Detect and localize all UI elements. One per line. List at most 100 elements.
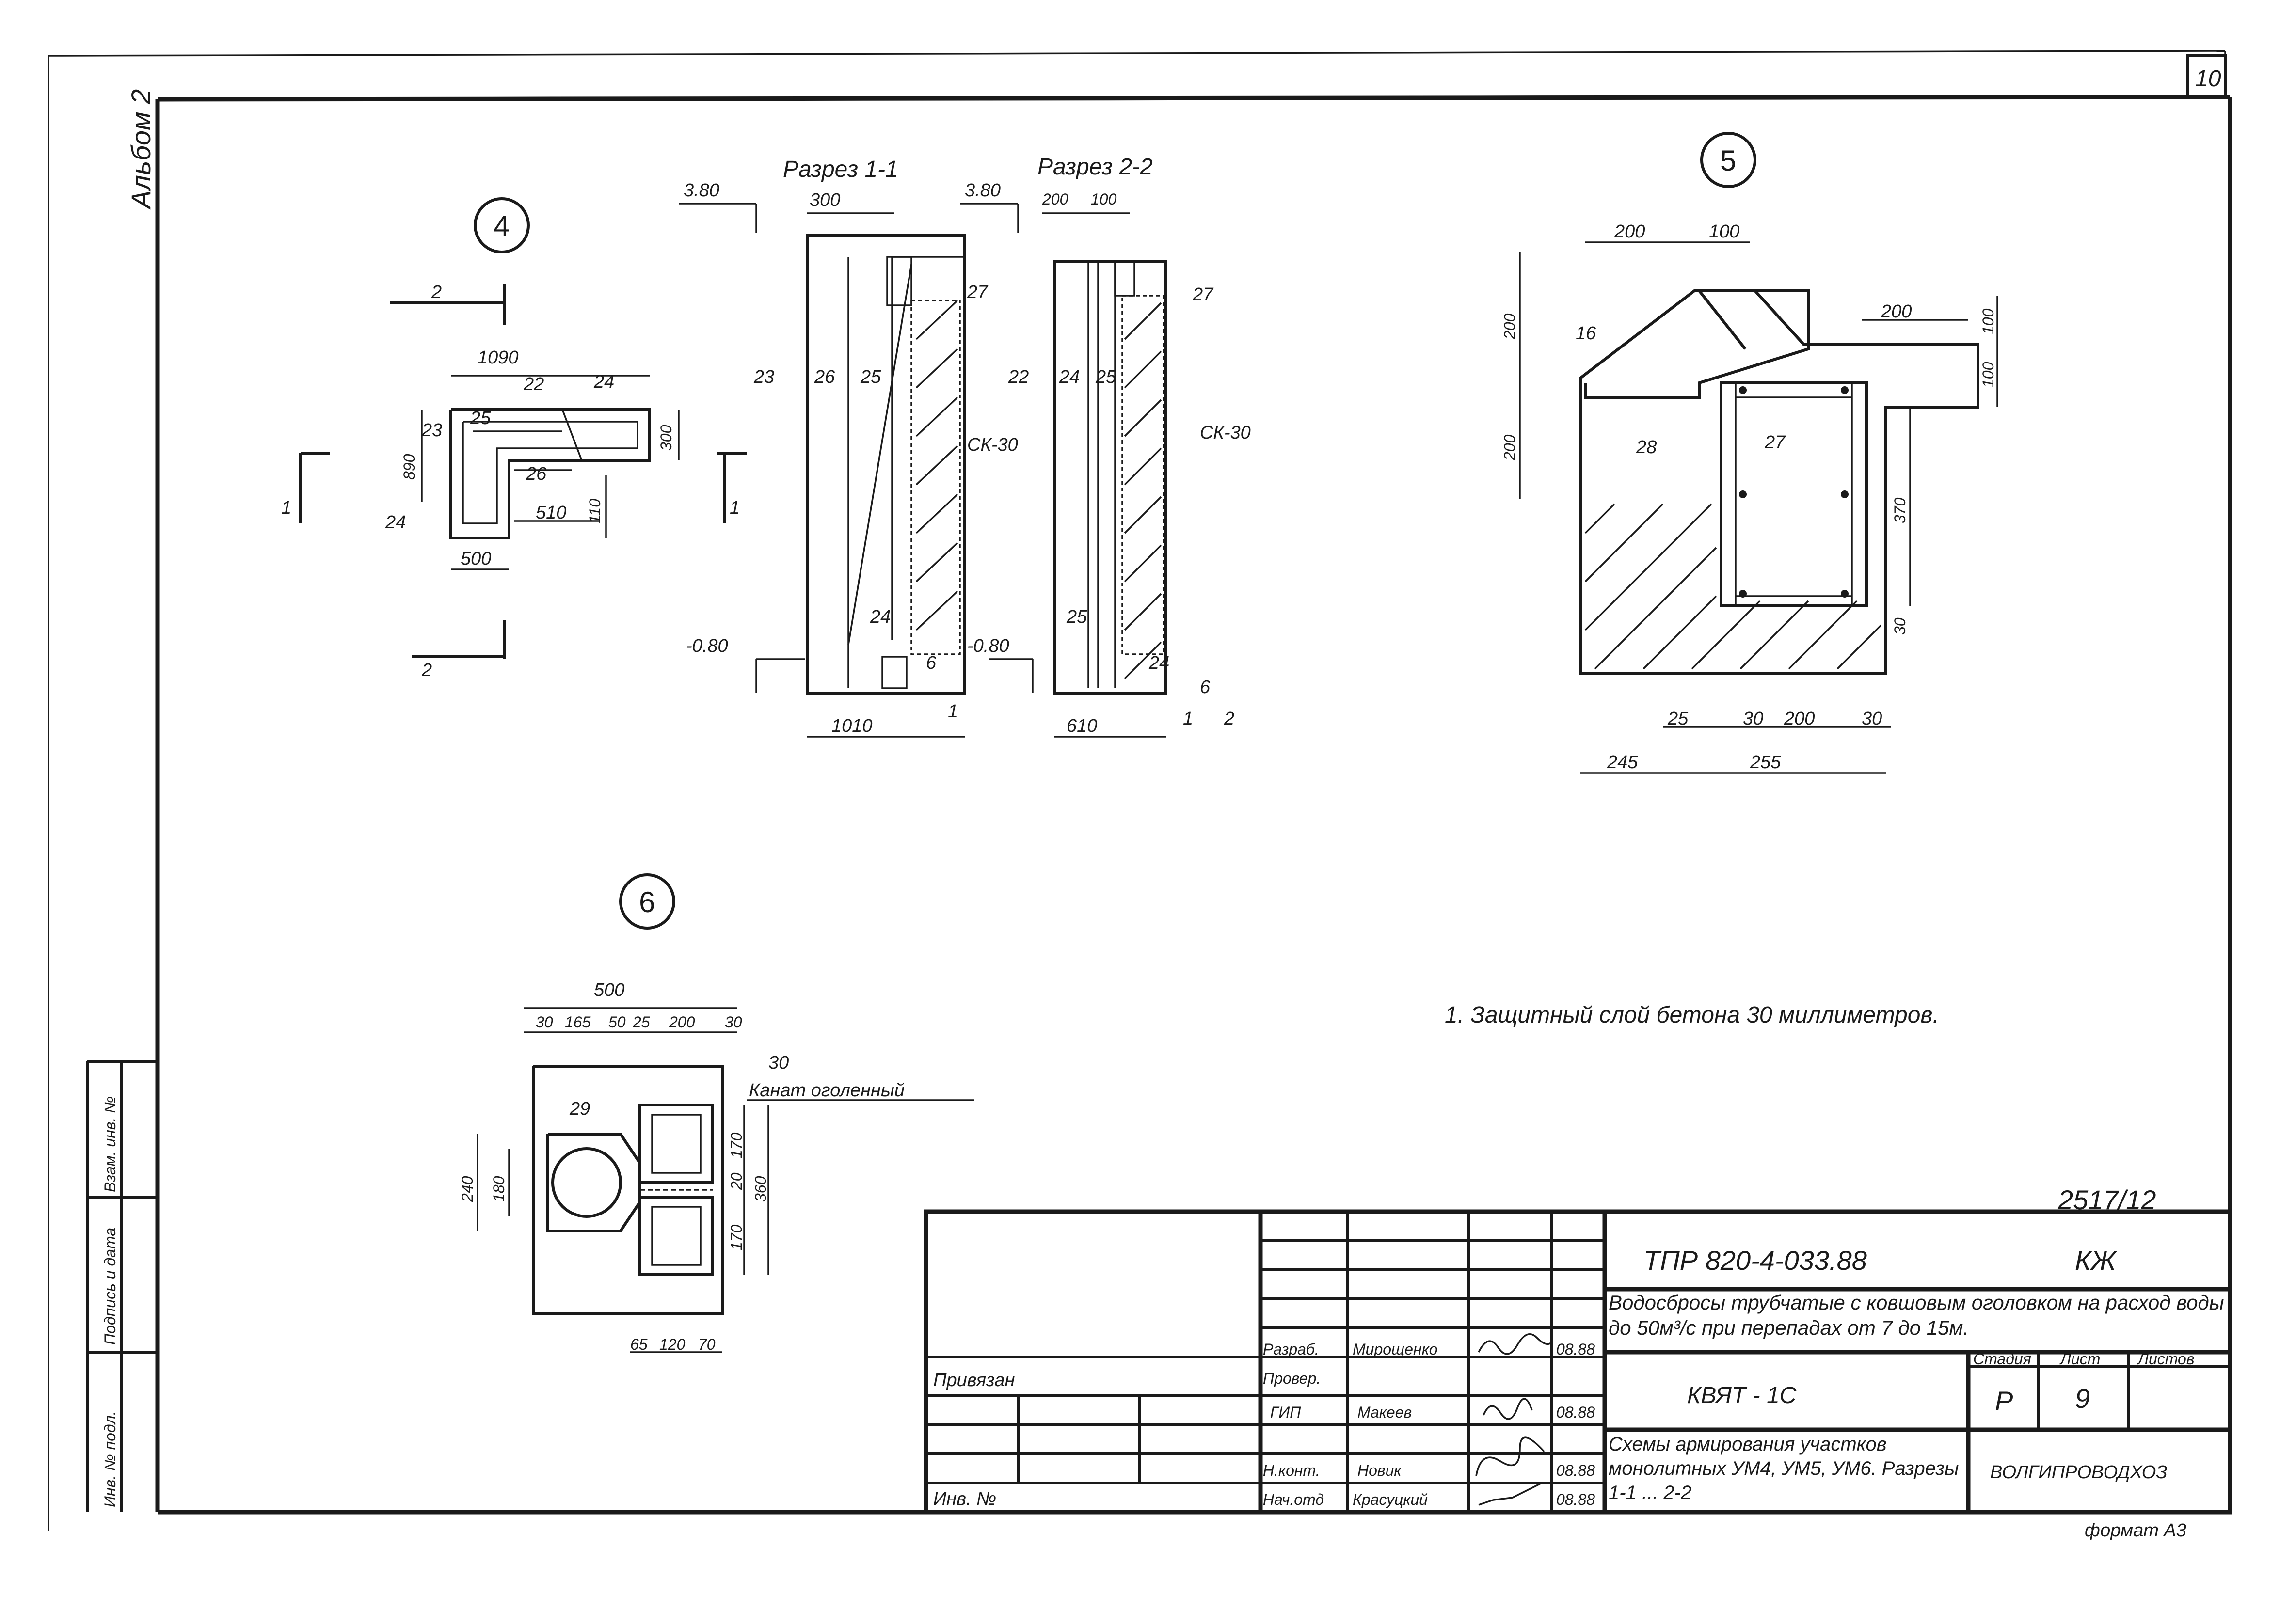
node-6-dim-65: 65 — [630, 1336, 648, 1353]
tb-org: ВОЛГИПРОВОДХОЗ — [1990, 1462, 2168, 1483]
section-2-2-title: Разрез 2-2 — [1037, 154, 1153, 180]
node-4-dim-510: 510 — [536, 503, 566, 523]
node-6-dim-170-top: 170 — [728, 1132, 745, 1158]
node-4-cut2-top: 2 — [431, 282, 442, 302]
tb-description: Водосбросы трубчатые с ковшовым оголовко… — [1609, 1291, 2224, 1339]
section-2-2-pos-22: 22 — [1008, 367, 1029, 387]
section-1-1-top-elev: 3.80 — [684, 180, 719, 201]
tb-object: КВЯТ - 1С — [1687, 1383, 1797, 1408]
node-6-dim-25: 25 — [632, 1013, 650, 1031]
node-5-dim-30-bottom-right: 30 — [1862, 709, 1882, 729]
node-5-dim-255: 255 — [1750, 752, 1781, 773]
node-6-dim-165: 165 — [565, 1013, 591, 1031]
node-5-detail: 5 200 100 200 100 200 — [1501, 132, 1998, 774]
node-4-dim-890: 890 — [400, 454, 418, 480]
tb-mark: КЖ — [2075, 1245, 2118, 1276]
node-5-dim-200-right: 200 — [1881, 301, 1912, 322]
section-1-1-wall-mark: СК-30 — [967, 435, 1018, 455]
node-6-detail: 6 500 30 165 50 25 200 30 240 180 170 20… — [459, 873, 974, 1353]
sheet-format: формат А3 — [2085, 1520, 2186, 1541]
node-5-pos-28: 28 — [1636, 437, 1657, 458]
node-5-dim-25: 25 — [1667, 709, 1689, 729]
section-1-1-dim-1010: 1010 — [831, 716, 873, 736]
node-6-dim-30-left: 30 — [536, 1013, 553, 1031]
section-1-1-hatch — [915, 300, 958, 631]
tb-date-0: 08.88 — [1556, 1341, 1595, 1358]
node-4-plan: 4 2 2 1 1 1090 890 300 510 110 500 2 — [281, 197, 747, 680]
node-4-dim-110: 110 — [586, 499, 604, 523]
tb-list-label: Лист — [2059, 1350, 2100, 1368]
section-2-2-pos-1: 1 — [1183, 709, 1193, 729]
section-2-2-bottom-elev: -0.80 — [967, 636, 1009, 656]
node-6-dim-170-bottom: 170 — [728, 1224, 745, 1250]
tb-name-0: Мирощенко — [1353, 1341, 1438, 1358]
node-4-cut2-bottom: 2 — [421, 660, 432, 680]
tb-list: 9 — [2075, 1383, 2090, 1414]
node-6-pos-29: 29 — [569, 1099, 590, 1119]
node-5-dim-370: 370 — [1891, 497, 1909, 523]
node-6-dim-70: 70 — [698, 1336, 716, 1353]
node-6-dim-120: 120 — [659, 1336, 686, 1353]
node-5-pos-16: 16 — [1576, 323, 1596, 344]
section-2-2-pos-6: 6 — [1200, 677, 1211, 697]
tb-role-2: ГИП — [1270, 1404, 1301, 1421]
tb-role-0: Разраб. — [1263, 1341, 1319, 1358]
node-5-dim-245: 245 — [1607, 752, 1638, 773]
node-6-pos-30: 30 — [768, 1053, 789, 1073]
section-2-2-dim-610: 610 — [1067, 716, 1097, 736]
signature-nkont — [1475, 1436, 1545, 1476]
node-6-dim-200: 200 — [669, 1013, 695, 1031]
page-number: 10 — [2195, 66, 2221, 92]
section-2-2-wall-mark: СК-30 — [1200, 423, 1251, 443]
section-1-1-pos-23: 23 — [753, 367, 774, 387]
section-2-2-pos-25-bottom: 25 — [1066, 607, 1087, 627]
section-2-2-pos-27: 27 — [1192, 284, 1214, 305]
node-5-dim-100-right-top: 100 — [1979, 308, 1997, 334]
tb-sheet-title: Схемы армирования участков монолитных УМ… — [1609, 1434, 1959, 1503]
tb-stage: Р — [1995, 1386, 2013, 1416]
tb-name-2: Макеев — [1357, 1404, 1412, 1421]
section-2-2-top-elev: 3.80 — [965, 180, 1001, 201]
node-4-dim-1090: 1090 — [478, 347, 519, 368]
node-6-dim-240: 240 — [459, 1176, 476, 1202]
node-5-dim-30-bottom-left: 30 — [1743, 709, 1763, 729]
tb-date-2: 08.88 — [1556, 1404, 1595, 1421]
node-5-dim-200-left-bottom: 200 — [1501, 434, 1518, 461]
section-1-1-pos-1: 1 — [948, 701, 958, 722]
tb-name-3: Новик — [1357, 1462, 1402, 1479]
tb-project: ТПР 820-4-033.88 — [1643, 1245, 1867, 1276]
node-6-dim-180: 180 — [490, 1176, 508, 1202]
signatures — [1475, 1333, 1552, 1506]
tb-lists-label: Листов — [2137, 1350, 2195, 1368]
side-inv-podl: Инв. № подл. — [101, 1411, 119, 1507]
node-5-pos-27: 27 — [1764, 432, 1786, 453]
node-6-dim-20: 20 — [728, 1172, 745, 1190]
node-6-marker: 6 — [639, 886, 655, 918]
section-2-2-dim-200: 200 — [1042, 190, 1068, 208]
section-1-1-pos-24: 24 — [870, 607, 891, 627]
section-1-1-dim-300: 300 — [810, 190, 840, 210]
tb-role-4: Нач.отд — [1263, 1491, 1324, 1508]
section-2-2-pos-24: 24 — [1059, 367, 1080, 387]
node-5-dim-200-top: 200 — [1614, 221, 1645, 242]
side-podpis-data: Подпись и дата — [101, 1228, 119, 1345]
general-note: 1. Защитный слой бетона 30 миллиметров. — [1445, 1002, 1939, 1028]
section-2-2-hatch — [1124, 302, 1162, 679]
node-4-pos-23: 23 — [421, 420, 442, 441]
section-1-1-pos-6: 6 — [926, 653, 937, 673]
node-6-dim-360: 360 — [752, 1176, 769, 1202]
node-5-marker: 5 — [1720, 144, 1736, 177]
tb-inv-no: Инв. № — [933, 1489, 996, 1509]
section-1-1-pos-27: 27 — [967, 282, 989, 302]
side-vzam-inv: Взам. инв. № — [101, 1096, 119, 1192]
tb-privyazan: Привязан — [933, 1370, 1015, 1390]
node-4-pos-24-bottom: 24 — [385, 512, 406, 533]
node-6-dim-500: 500 — [594, 980, 624, 1000]
node-4-cut1-right: 1 — [730, 498, 740, 518]
signature-nach — [1478, 1482, 1542, 1506]
node-6-dim-50: 50 — [608, 1013, 626, 1031]
node-5-dim-100-top: 100 — [1709, 221, 1739, 242]
tb-name-4: Красуцкий — [1353, 1491, 1428, 1508]
tb-date-4: 08.88 — [1556, 1491, 1595, 1508]
